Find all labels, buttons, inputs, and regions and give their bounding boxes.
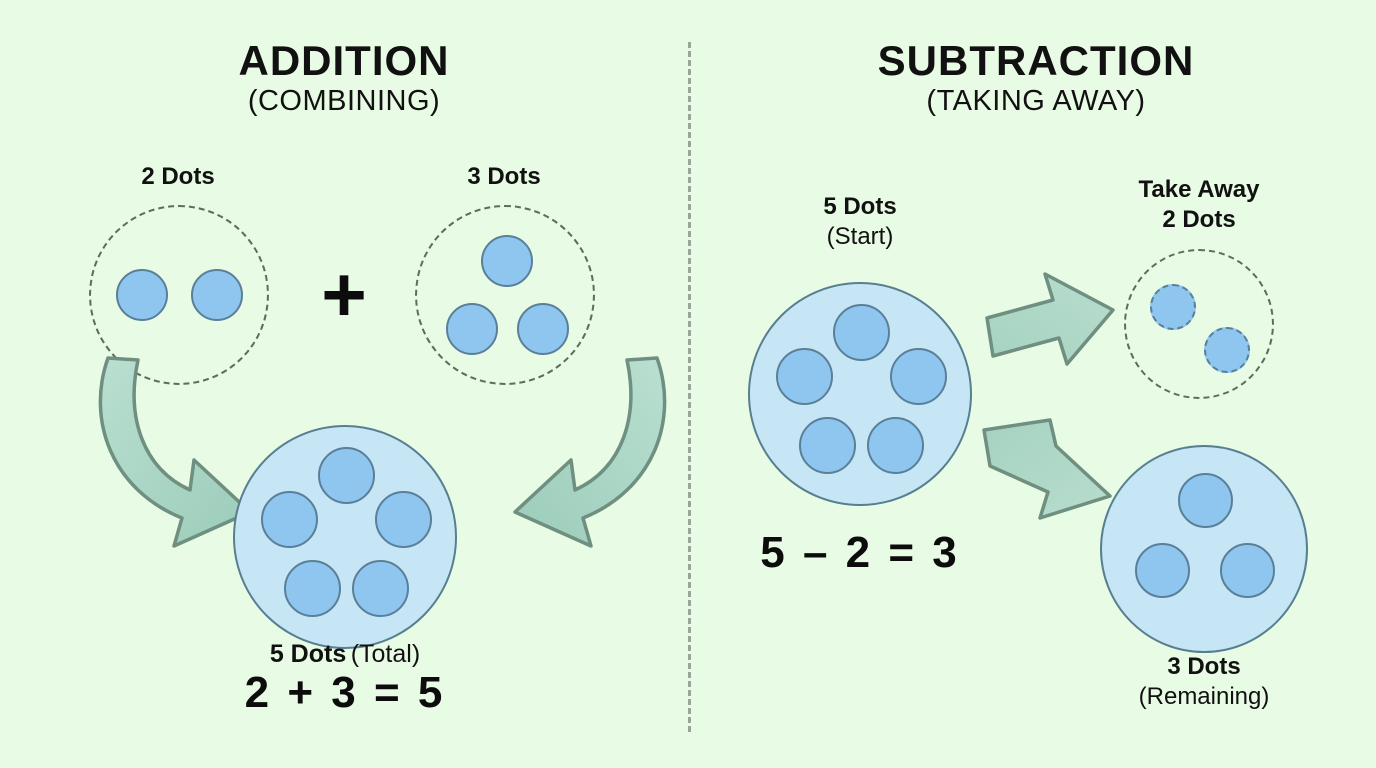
dot-removed bbox=[1204, 327, 1250, 373]
dot bbox=[284, 560, 341, 617]
addition-arrow-left bbox=[98, 356, 252, 548]
subtraction-start-circle bbox=[748, 282, 972, 506]
subtraction-remaining-caption: 3 Dots (Remaining) bbox=[1100, 652, 1308, 712]
dot bbox=[776, 348, 833, 405]
addition-result-caption: 5 Dots (Total) bbox=[195, 638, 495, 674]
subtraction-arrow-lower bbox=[982, 418, 1112, 520]
take-away-label-line1: Take Away bbox=[1138, 176, 1260, 203]
dot bbox=[261, 491, 318, 548]
dot bbox=[799, 417, 856, 474]
take-away-circle bbox=[1124, 249, 1274, 399]
addition-group-b-circle bbox=[415, 205, 595, 385]
addition-result-caption-regular: (Total) bbox=[350, 640, 421, 668]
dot bbox=[446, 303, 498, 355]
addition-group-b-label: 3 Dots bbox=[467, 163, 541, 190]
dot bbox=[191, 269, 243, 321]
subtraction-start-label: 5 Dots (Start) bbox=[760, 192, 960, 252]
subtraction-arrow-upper bbox=[985, 272, 1115, 366]
dot bbox=[1220, 543, 1275, 598]
addition-result-circle bbox=[233, 425, 457, 649]
take-away-label-line2: 2 Dots bbox=[1162, 206, 1236, 233]
subtraction-start-label-regular: (Start) bbox=[826, 223, 894, 250]
dot bbox=[890, 348, 947, 405]
subtraction-panel-heading: SUBTRACTION (TAKING AWAY) bbox=[756, 38, 1316, 118]
addition-group-a-label: 2 Dots bbox=[141, 163, 215, 190]
dot bbox=[833, 304, 890, 361]
addition-equation: 2 + 3 = 5 bbox=[244, 668, 446, 717]
addition-group-a-circle bbox=[89, 205, 269, 385]
dot-removed bbox=[1150, 284, 1196, 330]
addition-title: ADDITION bbox=[238, 37, 450, 84]
dot bbox=[867, 417, 924, 474]
dot bbox=[517, 303, 569, 355]
remaining-caption-bold: 3 Dots bbox=[1167, 653, 1241, 680]
dot bbox=[1135, 543, 1190, 598]
subtraction-title: SUBTRACTION bbox=[877, 37, 1195, 84]
addition-subtitle: (COMBINING) bbox=[247, 85, 441, 117]
dot bbox=[481, 235, 533, 287]
subtraction-subtitle: (TAKING AWAY) bbox=[926, 85, 1146, 117]
subtraction-equation: 5 – 2 = 3 bbox=[760, 528, 960, 577]
remaining-caption-regular: (Remaining) bbox=[1138, 683, 1270, 710]
plus-operator: + bbox=[321, 250, 367, 338]
dot bbox=[318, 447, 375, 504]
addition-arrow-right bbox=[513, 356, 667, 548]
addition-panel-heading: ADDITION (COMBINING) bbox=[64, 38, 624, 118]
dot bbox=[352, 560, 409, 617]
addition-result-caption-bold: 5 Dots bbox=[269, 640, 347, 668]
subtraction-remaining-circle bbox=[1100, 445, 1308, 653]
panel-divider bbox=[688, 42, 691, 732]
subtraction-start-label-bold: 5 Dots bbox=[823, 193, 897, 220]
dot bbox=[1178, 473, 1233, 528]
dot bbox=[375, 491, 432, 548]
dot bbox=[116, 269, 168, 321]
take-away-label: Take Away 2 Dots bbox=[1095, 175, 1303, 235]
